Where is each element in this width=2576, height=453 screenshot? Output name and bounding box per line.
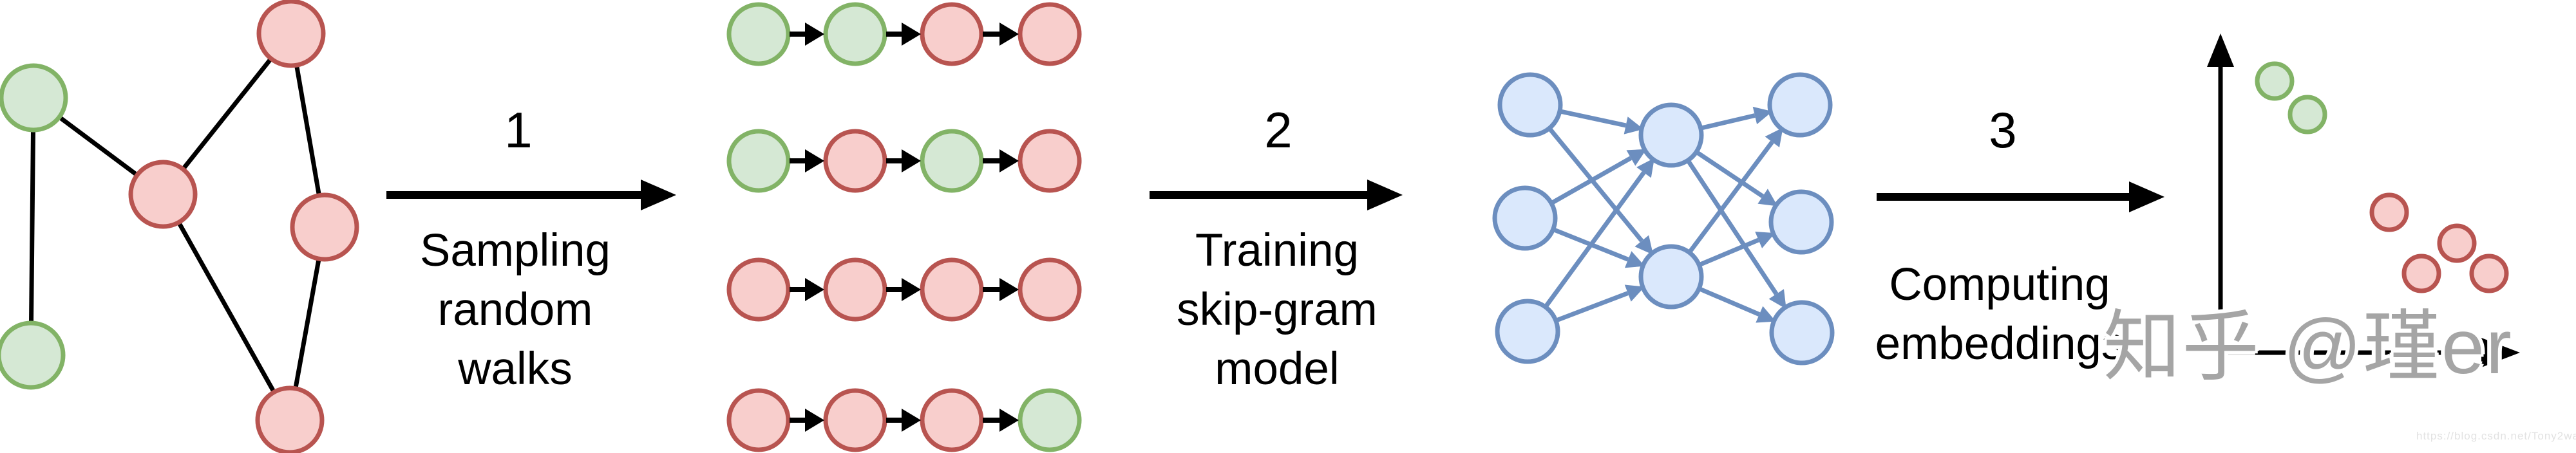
graph-node-red-right bbox=[290, 192, 359, 262]
walk-node-r4-c1 bbox=[726, 388, 791, 452]
graph-node-red-top bbox=[256, 0, 326, 68]
nn-arrow-l2n1-l3n1-head bbox=[1752, 106, 1773, 125]
step-1-caption: Sampling random walks bbox=[420, 225, 611, 394]
walk-arrow-r4-1-head bbox=[805, 409, 824, 432]
nn-arrow-l1n2-l2n2-head bbox=[1624, 251, 1645, 268]
nn-arrow-l2n1-l3n3-shaft bbox=[1686, 160, 1779, 295]
nn-arrow-l2n2-l3n1-shaft bbox=[1687, 140, 1774, 254]
nn-node-l2-2 bbox=[1638, 244, 1704, 310]
walk-arrow-r3-1-head bbox=[805, 278, 824, 301]
walk-arrow-r2-1-head bbox=[805, 149, 824, 172]
nn-node-l2-1 bbox=[1638, 102, 1704, 168]
nn-arrow-l2n1-l3n2-shaft bbox=[1695, 150, 1765, 198]
scatter-y-axis-head bbox=[2207, 33, 2234, 67]
graph-edge-red-hub-red-bottom bbox=[160, 193, 292, 421]
step-1-number: 1 bbox=[504, 102, 533, 158]
scatter-red-point-3 bbox=[2401, 254, 2441, 293]
walk-node-r2-c3 bbox=[920, 129, 984, 193]
nn-arrow-l1n1-l2n2-head bbox=[1634, 235, 1654, 255]
walk-node-r2-c2 bbox=[823, 129, 887, 193]
nn-node-l1-3 bbox=[1495, 299, 1560, 364]
walk-node-r1-c1 bbox=[726, 2, 791, 66]
nn-arrow-l1n2-l2n1-head bbox=[1626, 149, 1647, 166]
walk-arrow-r4-3-head bbox=[999, 409, 1019, 432]
step-2-arrow-head bbox=[1367, 180, 1403, 210]
walk-arrow-r1-2-head bbox=[902, 23, 921, 46]
nn-arrow-l2n2-l3n2-shaft bbox=[1698, 237, 1759, 267]
walk-node-r1-c2 bbox=[823, 2, 887, 66]
scatter-x-axis-head bbox=[2481, 338, 2520, 367]
nn-arrow-l1n1-l2n1-shaft bbox=[1560, 109, 1627, 128]
walk-node-r3-c3 bbox=[920, 257, 984, 322]
walk-node-r2-c4 bbox=[1018, 129, 1082, 193]
walk-arrow-r3-2-head bbox=[902, 278, 921, 301]
step-2-number: 2 bbox=[1264, 102, 1293, 158]
walk-node-r2-c1 bbox=[726, 129, 791, 193]
nn-node-l3-3 bbox=[1769, 300, 1835, 365]
walk-node-r4-c4 bbox=[1018, 388, 1082, 452]
scatter-red-point-1 bbox=[2369, 192, 2409, 232]
walk-node-r3-c1 bbox=[726, 257, 791, 322]
nn-node-l1-2 bbox=[1492, 185, 1558, 251]
nn-arrow-l2n2-l3n1-head bbox=[1765, 127, 1783, 148]
step-1-arrow-head bbox=[641, 180, 676, 210]
walk-arrow-r1-1-head bbox=[805, 23, 824, 46]
nn-arrow-l1n3-l2n1-shaft bbox=[1544, 171, 1646, 308]
walk-node-r1-c4 bbox=[1018, 2, 1082, 66]
scatter-red-point-2 bbox=[2437, 223, 2477, 263]
nn-arrow-l1n1-l2n2-shaft bbox=[1548, 127, 1644, 243]
walk-arrow-r4-2-head bbox=[902, 409, 921, 432]
nn-arrow-l1n3-l2n2-shaft bbox=[1555, 291, 1629, 323]
nn-arrow-l2n2-l3n3-shaft bbox=[1698, 286, 1761, 317]
graph-node-red-bottom bbox=[255, 385, 325, 453]
nn-arrow-l1n3-l2n2-head bbox=[1624, 284, 1645, 302]
scatter-green-point-2 bbox=[2287, 95, 2327, 134]
nn-arrow-l2n1-l3n2-head bbox=[1757, 189, 1778, 207]
walk-node-r1-c3 bbox=[920, 2, 984, 66]
walk-arrow-r2-2-head bbox=[902, 149, 921, 172]
nn-node-l3-1 bbox=[1767, 72, 1833, 138]
graph-node-green-top bbox=[0, 63, 68, 133]
graph-node-green-bottom bbox=[0, 320, 66, 390]
nn-arrow-l2n1-l3n1-shaft bbox=[1700, 113, 1756, 131]
walk-arrow-r3-3-head bbox=[999, 278, 1019, 301]
walk-arrow-r2-3-head bbox=[999, 149, 1019, 172]
walk-arrow-r1-3-head bbox=[999, 23, 1019, 46]
walk-node-r4-c2 bbox=[823, 388, 887, 452]
nn-arrow-l1n1-l2n1-head bbox=[1624, 116, 1643, 134]
nn-node-l1-1 bbox=[1497, 72, 1563, 138]
csdn-url-watermark: https://blog.csdn.net/Tony2wang bbox=[2416, 430, 2576, 442]
nn-arrow-l2n2-l3n2-head bbox=[1755, 232, 1776, 248]
step-3-arrow-head bbox=[2129, 181, 2164, 212]
nn-arrow-l2n1-l3n3-head bbox=[1768, 289, 1786, 310]
walk-node-r3-c2 bbox=[823, 257, 887, 322]
nn-arrow-l1n3-l2n1-head bbox=[1636, 158, 1655, 178]
zhihu-watermark: 知乎 @瑾er bbox=[2103, 304, 2513, 390]
step-3-number: 3 bbox=[1989, 102, 2017, 158]
walk-node-r3-c4 bbox=[1018, 257, 1082, 322]
walk-node-r4-c3 bbox=[920, 388, 984, 452]
step-2-caption: Training skip-gram model bbox=[1177, 225, 1378, 394]
nn-arrow-l2n2-l3n3-head bbox=[1756, 306, 1776, 323]
graph-edge-green-top-green-bottom bbox=[28, 97, 36, 356]
nn-node-l3-2 bbox=[1768, 189, 1834, 255]
scatter-green-point-1 bbox=[2255, 61, 2295, 101]
scatter-red-point-4 bbox=[2469, 254, 2509, 293]
graph-node-red-hub bbox=[128, 160, 198, 229]
nn-arrow-l1n2-l2n1-shaft bbox=[1551, 156, 1633, 205]
step-3-caption: Computing embeddings bbox=[1875, 259, 2125, 369]
